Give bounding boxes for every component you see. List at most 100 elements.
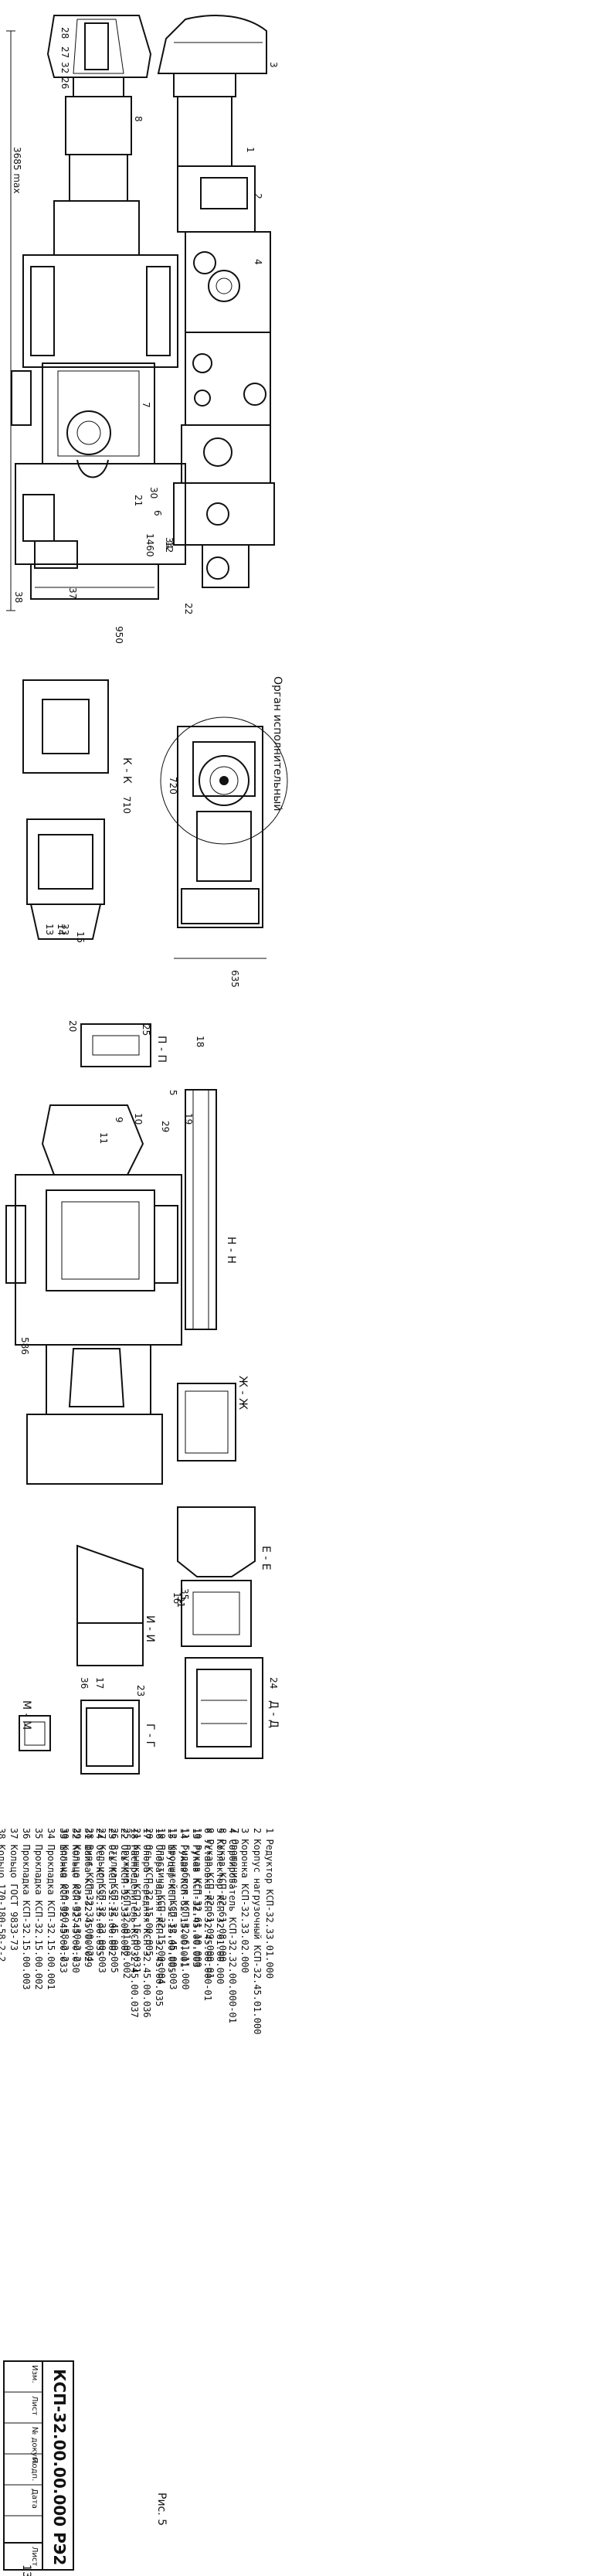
spec-line: 32 Кольцо КСП-32.45.00.030 <box>70 1828 81 1973</box>
stamp-sheet-label: Лист <box>30 2547 39 2567</box>
section-ee-label: Е - Е <box>260 1546 272 1570</box>
callout-11: 11 <box>98 1132 109 1144</box>
sheet-number: 13 <box>20 2564 32 2576</box>
spec-line: 16 Опора задняя КСП-32.45.00.035 <box>154 1828 165 2006</box>
middle-plan-view <box>5 1104 182 1485</box>
stamp-col2: Лист <box>30 2396 39 2416</box>
section-pp-label: П - П <box>155 1036 168 1063</box>
callout-36: 36 <box>79 1677 90 1689</box>
callout-5: 5 <box>168 1090 178 1096</box>
callout-18: 18 <box>195 1036 205 1047</box>
spec-line: 31 Шайба КСП-32.45.00.029 <box>83 1828 93 1968</box>
callout-16: 16 <box>171 1592 182 1604</box>
callout-25: 25 <box>141 1024 151 1036</box>
spec-line: 30 Кольцо 050-060-58-2-2 <box>59 1828 70 1962</box>
dim-950-label: 950 <box>114 626 124 644</box>
figure-label: Рис. 5 <box>155 2493 168 2526</box>
section-mm-label: М - М <box>20 1700 32 1730</box>
spec-line: 8 Рукав КСП-32.61.08.000 <box>217 1828 228 1962</box>
spec-line: 19 Пластина КСП-32.15.00.004 <box>156 1828 167 1984</box>
spec-line: 11 Гидроблок КСП-32.61.11.000 <box>180 1828 191 1990</box>
callout-17: 17 <box>94 1677 105 1689</box>
callout-34: 34 <box>164 537 175 549</box>
spec-line: 2 Корпус нагрузочный КСП-32.45.01.000 <box>252 1828 263 2034</box>
stamp-col5: Дата <box>30 2489 39 2509</box>
section-jj-drawing <box>177 1383 236 1462</box>
organ-front-view <box>160 716 288 959</box>
callout-33: 33 <box>59 924 70 935</box>
callout-26: 26 <box>59 77 70 89</box>
spec-line: 13 Рукав КСП-32.45.00.003 <box>191 1828 202 1968</box>
section-ee-drawing <box>177 1506 256 1647</box>
section-mm-drawing <box>19 1715 51 1751</box>
section-jj-label: Ж - Ж <box>236 1376 249 1410</box>
main-plan-view <box>6 30 186 611</box>
callout-4: 4 <box>253 259 263 265</box>
callout-28: 28 <box>59 27 70 39</box>
stamp-col3: № докум. <box>30 2427 39 2465</box>
spec-line: 7 Орошение: <box>229 1828 240 1889</box>
callout-27: 27 <box>59 46 70 58</box>
spec-line: 18 Распределитель КСП-32.45.00.037 <box>129 1828 140 2018</box>
callout-32: 32 <box>59 62 70 73</box>
spec-line: 9 Рукав КСП-32.61.09.000-01 <box>205 1828 216 1979</box>
section-ii-drawing <box>76 1544 144 1666</box>
spec-line: 34 Прокладка КСП-32.15.00.001 <box>46 1828 56 1990</box>
callout-21: 21 <box>133 495 144 506</box>
section-nn-label: Н - Н <box>225 1237 237 1264</box>
spec-line: 25 Пружина КСП-32.01.00.002 <box>121 1828 132 1979</box>
section-gg-drawing <box>80 1700 140 1775</box>
spec-line: 10 Рукав КСП-32.61.10.000 <box>192 1828 203 1968</box>
spec-line: 33 Шпонка КСП-32.45.00.033 <box>58 1828 69 1973</box>
callout-1: 1 <box>245 147 256 153</box>
callout-29: 29 <box>160 1121 171 1132</box>
title-block <box>3 2360 74 2571</box>
spec-line: 4 Сорбирователь КСП-32.32.00.000-01 <box>227 1828 238 2023</box>
spec-line: 17 Опора передняя КСП-32.45.00.036 <box>141 1828 152 2018</box>
section-nn-drawing <box>185 1089 217 1330</box>
dim-586-label: 586 <box>19 1337 30 1355</box>
stamp-col1: Изм. <box>30 2365 39 2384</box>
callout-3: 3 <box>268 62 279 68</box>
spec-line: 23 Ось КСП-32.15.00.002 <box>107 1828 117 1956</box>
callout-37: 37 <box>67 587 78 599</box>
dim-710-label: 710 <box>121 796 132 814</box>
spec-line: 5 Коллектор КСП-32.61.00.000 <box>215 1828 226 1984</box>
callout-23: 23 <box>135 1685 146 1696</box>
spec-line: 14 Рукав КСП-32.15.00.001 <box>178 1828 189 1968</box>
spec-line: 29 Кольцо 030-035-30-2-2 <box>72 1828 83 1962</box>
callout-6: 6 <box>152 510 163 516</box>
section-ii-label: И - И <box>144 1615 156 1642</box>
section-kk-label: К - К <box>120 757 133 784</box>
spec-line: 1 Редуктор КСП-32.33.01.000 <box>264 1828 275 1979</box>
callout-24: 24 <box>268 1677 279 1689</box>
spec-line: 12 Кронштейн КСП-32.45.00.003 <box>168 1828 178 1990</box>
section-kk-drawing <box>22 679 109 940</box>
spec-line: 21 Крышка КСП-32.15.00.031 <box>131 1828 142 1973</box>
callout-8: 8 <box>133 116 144 122</box>
spec-line: 26 Втулка КСП-32.45.00.005 <box>109 1828 120 1973</box>
spec-line: 27 Кольцо КСП-32.33.00.003 <box>97 1828 107 1973</box>
callout-2: 2 <box>253 193 263 199</box>
callout-12: 12 <box>164 541 175 553</box>
spec-line: 37 Кольцо ГОСТ 9833-73 <box>8 1828 19 1951</box>
callout-9: 9 <box>114 1117 124 1123</box>
spec-line: 15 Штуцер КСП-32.15.00.005 <box>166 1828 177 1973</box>
callout-31: 31 <box>175 1596 186 1608</box>
section-pp-drawing <box>80 1023 151 1067</box>
side-elevation-view <box>173 96 275 588</box>
spec-line: 24 Ось КСП-32.15.00.035 <box>94 1828 105 1956</box>
section-gg-label: Г - Г <box>144 1724 156 1747</box>
section-dd-label: Д - Д <box>267 1700 280 1728</box>
dim-720-label: 720 <box>168 777 178 795</box>
stamp-col4: Подп. <box>30 2458 39 2481</box>
spec-line: 22 Ось КСП-32.33.00.002 <box>119 1828 130 1956</box>
dim-3685-label: 3685 max <box>12 147 22 194</box>
dim-635-label: 635 <box>229 970 240 988</box>
callout-30: 30 <box>148 487 159 499</box>
document-title: КСП-32.00.00.000 РЭ2 <box>50 2369 69 2565</box>
spec-line: 3 Коронка КСП-32.33.02.000 <box>239 1828 250 1973</box>
